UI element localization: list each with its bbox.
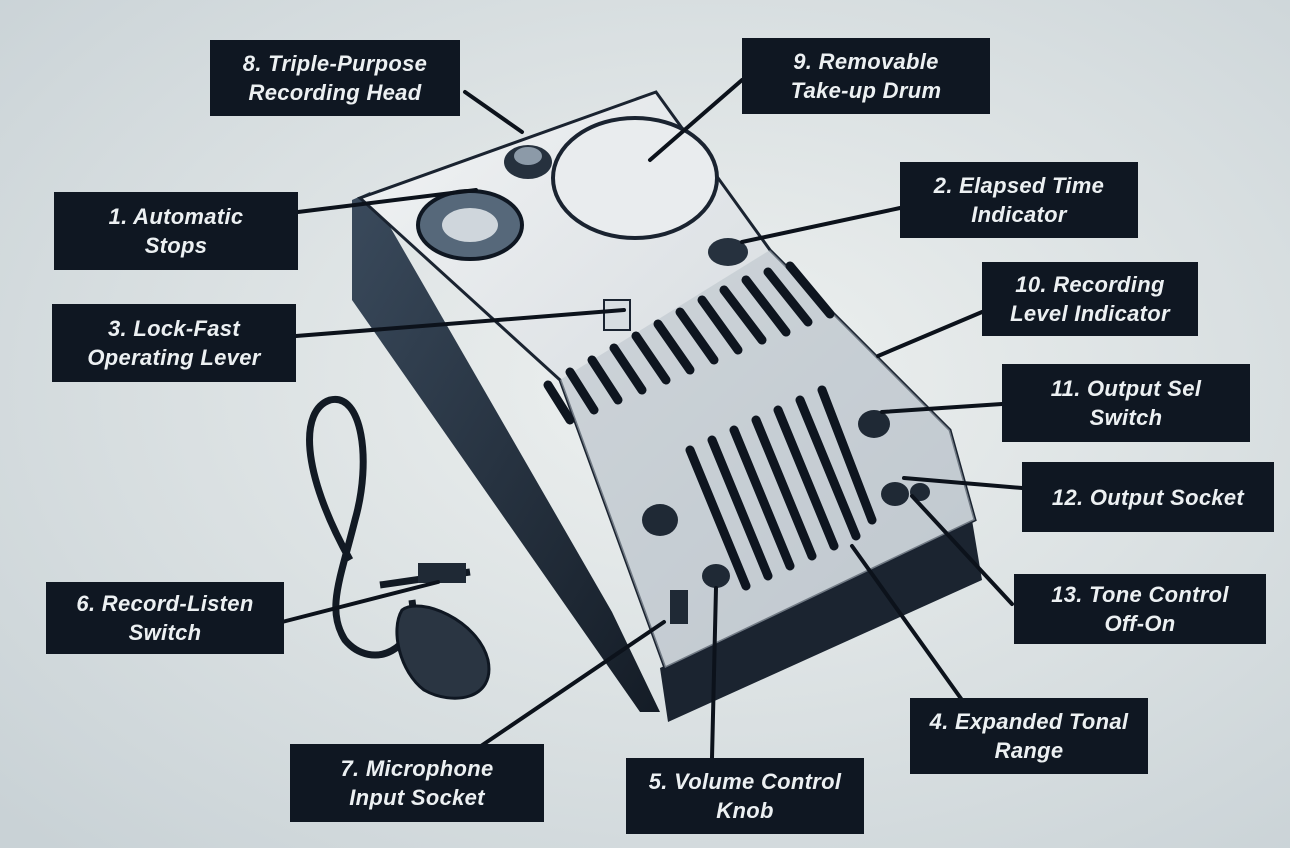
label-line: 8. Triple-Purpose bbox=[242, 51, 428, 76]
label-line: Stops bbox=[144, 233, 208, 258]
label-line: Input Socket bbox=[349, 785, 485, 810]
front-panel bbox=[660, 520, 982, 722]
label-line: 5. Volume Control bbox=[648, 769, 842, 794]
label-line: 4. Expanded Tonal bbox=[929, 709, 1129, 734]
label-expanded-tonal-range: 4. Expanded Tonal Range bbox=[910, 698, 1148, 774]
label-record-listen-switch: 6. Record-Listen Switch bbox=[46, 582, 284, 654]
label-line: 9. Removable bbox=[793, 49, 939, 74]
label-lock-fast-operating-lever: 3. Lock-Fast Operating Lever bbox=[52, 304, 296, 382]
label-line: Operating Lever bbox=[87, 345, 261, 370]
label-line: Level Indicator bbox=[1010, 301, 1170, 326]
label-line: Range bbox=[994, 738, 1064, 763]
label-line: 6. Record-Listen bbox=[76, 591, 254, 616]
label-microphone-input-socket: 7. Microphone Input Socket bbox=[290, 744, 544, 822]
label-recording-level-indicator: 10. Recording Level Indicator bbox=[982, 262, 1198, 336]
label-line: 7. Microphone bbox=[340, 756, 494, 781]
label-line: Recording Head bbox=[248, 80, 422, 105]
label-line: 11. Output Sel bbox=[1050, 376, 1202, 401]
label-line: Off-On bbox=[1104, 611, 1176, 636]
microphone bbox=[395, 604, 491, 700]
label-removable-take-up-drum: 9. Removable Take-up Drum bbox=[742, 38, 990, 114]
label-automatic-stops: 1. Automatic Stops bbox=[54, 192, 298, 270]
label-triple-purpose-recording-head: 8. Triple-Purpose Recording Head bbox=[210, 40, 460, 116]
elapsed-time-knob bbox=[708, 238, 748, 266]
label-line: 2. Elapsed Time bbox=[933, 173, 1105, 198]
left-side-panel bbox=[352, 192, 660, 712]
operating-lever bbox=[603, 299, 631, 331]
label-elapsed-time-indicator: 2. Elapsed Time Indicator bbox=[900, 162, 1138, 238]
label-line: Switch bbox=[128, 620, 202, 645]
microphone-socket bbox=[670, 590, 688, 624]
speaker-grille bbox=[543, 261, 877, 591]
label-line: Switch bbox=[1089, 405, 1163, 430]
volume-control-knob bbox=[702, 564, 730, 588]
cable-plug bbox=[418, 563, 466, 583]
output-sel-knob bbox=[858, 410, 890, 438]
label-line: 1. Automatic bbox=[108, 204, 244, 229]
label-line: 13. Tone Control bbox=[1051, 582, 1229, 607]
label-line: Indicator bbox=[971, 202, 1067, 227]
take-up-drum bbox=[551, 116, 719, 240]
label-line: Take-up Drum bbox=[790, 78, 942, 103]
recording-head-top bbox=[514, 147, 542, 165]
supply-reel-hub bbox=[442, 208, 498, 242]
label-output-socket: 12. Output Socket bbox=[1022, 462, 1274, 532]
label-tone-control-off-on: 13. Tone Control Off-On bbox=[1014, 574, 1266, 644]
label-output-sel-switch: 11. Output Sel Switch bbox=[1002, 364, 1250, 442]
label-line: Knob bbox=[716, 798, 774, 823]
record-listen-knob bbox=[642, 504, 678, 536]
label-line: 3. Lock-Fast bbox=[108, 316, 240, 341]
label-line: 12. Output Socket bbox=[1051, 484, 1245, 510]
label-volume-control-knob: 5. Volume Control Knob bbox=[626, 758, 864, 834]
output-socket-knob bbox=[881, 482, 909, 506]
label-line: 10. Recording bbox=[1015, 272, 1165, 297]
leader-lines bbox=[280, 78, 1024, 760]
